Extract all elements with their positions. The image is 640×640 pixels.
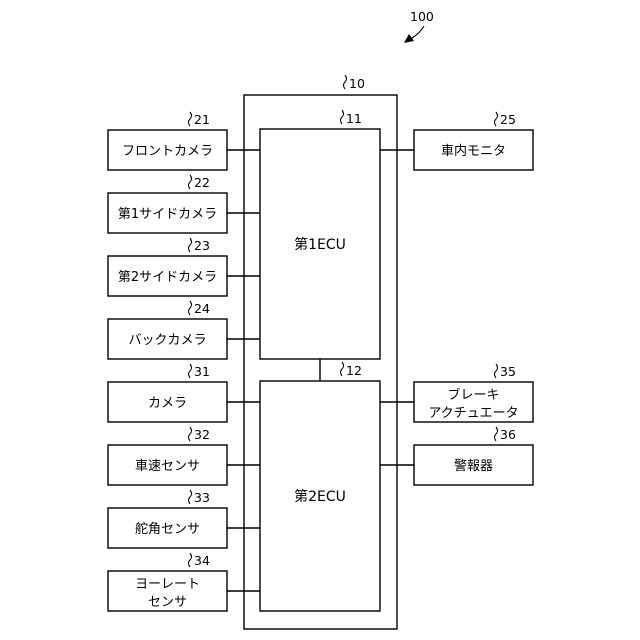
- yaw-sensor-label-line2: センサ: [148, 595, 187, 610]
- back-camera-label: バックカメラ: [128, 333, 206, 348]
- speed-sensor-label: 車速センサ: [135, 459, 200, 474]
- steering-sensor-block: 舵角センサ 33: [108, 490, 227, 548]
- front-camera-ref: 21: [194, 112, 210, 127]
- steering-sensor-label: 舵角センサ: [135, 522, 200, 537]
- camera-label: カメラ: [148, 396, 187, 411]
- monitor-label: 車内モニタ: [441, 143, 506, 159]
- speed-sensor-ref: 32: [194, 427, 210, 442]
- front-camera-block: フロントカメラ 21: [108, 112, 227, 170]
- yaw-sensor-ref: 34: [194, 553, 210, 568]
- steering-sensor-ref: 33: [194, 490, 210, 505]
- alarm-ref: 36: [500, 427, 516, 442]
- alarm-label: 警報器: [454, 458, 493, 474]
- camera-ref: 31: [194, 364, 210, 379]
- side-camera-2-block: 第2サイドカメラ 23: [108, 238, 227, 296]
- monitor-ref: 25: [500, 112, 516, 127]
- ecu1-label: 第1ECU: [294, 236, 346, 253]
- alarm-block: 警報器 36: [414, 427, 533, 485]
- monitor-block: 車内モニタ 25: [414, 112, 533, 170]
- speed-sensor-block: 車速センサ 32: [108, 427, 227, 485]
- side-camera-1-block: 第1サイドカメラ 22: [108, 175, 227, 233]
- side-camera-2-ref: 23: [194, 238, 210, 253]
- side-camera-1-label: 第1サイドカメラ: [118, 207, 217, 222]
- camera-block: カメラ 31: [108, 364, 227, 422]
- system-ref-arrow: [404, 26, 424, 43]
- yaw-sensor-label-line1: ヨーレート: [135, 577, 200, 592]
- ecu2-label: 第2ECU: [294, 488, 346, 505]
- front-camera-label: フロントカメラ: [122, 144, 213, 159]
- controller-ref-leader: [344, 75, 347, 89]
- brake-actuator-label-line1: ブレーキ: [447, 387, 499, 403]
- side-camera-1-ref: 22: [194, 175, 210, 190]
- controller-ref-label: 10: [349, 76, 365, 91]
- side-camera-2-label: 第2サイドカメラ: [118, 270, 217, 285]
- ecu2-ref-label: 12: [346, 363, 362, 378]
- brake-actuator-label-line2: アクチュエータ: [428, 406, 518, 421]
- back-camera-block: バックカメラ 24: [108, 301, 227, 359]
- brake-actuator-ref: 35: [500, 364, 516, 379]
- yaw-sensor-block: ヨーレート センサ 34: [108, 553, 227, 611]
- system-ref-label: 100: [410, 9, 434, 24]
- ecu1-ref-label: 11: [346, 111, 362, 126]
- back-camera-ref: 24: [194, 301, 210, 316]
- brake-actuator-block: ブレーキ アクチュエータ 35: [414, 364, 533, 422]
